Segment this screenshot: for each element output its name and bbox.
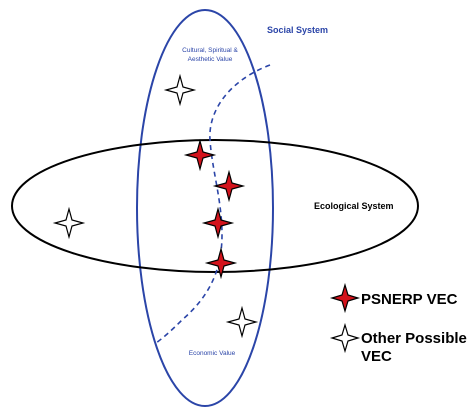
- ecological-system-ellipse: [11, 139, 419, 273]
- cultural-value-label-line1: Cultural, Spiritual &: [182, 47, 238, 54]
- other-vec-marker: [163, 73, 197, 107]
- cultural-economic-boundary: [155, 64, 271, 344]
- legend-psnerp-label: PSNERP VEC: [361, 291, 458, 308]
- economic-value-label: Economic Value: [189, 350, 236, 357]
- legend-other-label-line1: Other Possible: [361, 330, 467, 347]
- ecological-system-label: Ecological System: [314, 201, 394, 211]
- social-system-ellipse: [136, 9, 274, 407]
- legend-other-icon: [329, 322, 361, 354]
- other-vec-marker: [225, 305, 259, 339]
- other-vec-marker: [52, 206, 86, 240]
- legend: PSNERP VEC Other Possible VEC: [329, 282, 467, 365]
- social-system-label: Social System: [267, 25, 328, 35]
- psnerp-vec-marker: [212, 169, 246, 203]
- psnerp-vec-marker: [201, 206, 235, 240]
- psnerp-vec-marker: [183, 138, 217, 172]
- legend-psnerp-icon: [329, 282, 361, 314]
- psnerp-vec-marker: [204, 246, 238, 280]
- legend-other-label-line2: VEC: [361, 348, 392, 365]
- cultural-value-label-line2: Aesthetic Value: [188, 56, 233, 63]
